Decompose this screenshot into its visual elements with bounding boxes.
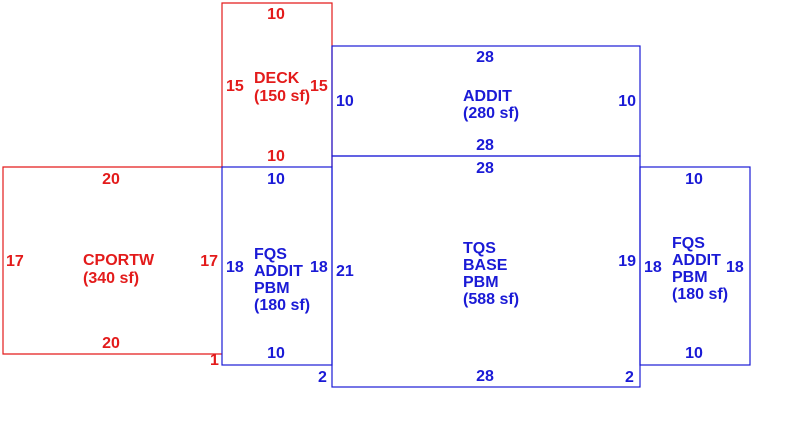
deck-dim-right: 15: [310, 78, 328, 95]
outlines: [2, 2, 751, 388]
fqs-left-label-line-3: PBM: [254, 280, 290, 297]
tqs-base-label-line-2: BASE: [463, 257, 508, 274]
deck-area: 10 15 15 10 DECK (150 sf): [226, 6, 328, 165]
deck-label-line-2: (150 sf): [254, 88, 310, 105]
tqs-base-dim-left: 21: [336, 263, 354, 280]
deck-dim-left: 15: [226, 78, 244, 95]
fqs-right-label-line-3: PBM: [672, 269, 708, 286]
addit-top-dim-left: 10: [336, 93, 354, 110]
tqs-base-label-line-4: (588 sf): [463, 291, 519, 308]
deck-dim-top: 10: [267, 6, 285, 23]
deck-dim-bottom: 10: [267, 148, 285, 165]
cportw-dim-right: 17: [200, 253, 218, 270]
addit-top-label-line-1: ADDIT: [463, 88, 512, 105]
fqs-left-area: 10 18 18 10 2 FQS ADDIT PBM (180 sf): [226, 171, 328, 386]
fqs-right-dim-bottom: 10: [685, 345, 703, 362]
fqs-right-label-line-2: ADDIT: [672, 252, 721, 269]
fqs-right-outline: [639, 166, 751, 366]
fqs-right-label-line-4: (180 sf): [672, 286, 728, 303]
cportw-dim-bottom: 20: [102, 335, 120, 352]
addit-top-area: 28 10 10 28 ADDIT (280 sf): [336, 49, 636, 154]
cportw-dim-top: 20: [102, 171, 120, 188]
fqs-left-label-line-1: FQS: [254, 246, 287, 263]
fqs-right-label-line-1: FQS: [672, 235, 705, 252]
cportw-label-line-2: (340 sf): [83, 270, 139, 287]
fqs-right-dim-right: 18: [726, 259, 744, 276]
tqs-base-area: 28 21 19 28 2 TQS BASE PBM (588 sf): [336, 160, 636, 386]
tqs-base-label-line-3: PBM: [463, 274, 499, 291]
cportw-area: 20 17 17 20 1 CPORTW (340 sf): [6, 171, 219, 369]
tqs-base-dim-corner: 2: [625, 369, 634, 386]
fqs-left-dim-top: 10: [267, 171, 285, 188]
tqs-base-dim-right: 19: [618, 253, 636, 270]
tqs-base-dim-top: 28: [476, 160, 494, 177]
fqs-left-label-line-4: (180 sf): [254, 297, 310, 314]
fqs-left-label-line-2: ADDIT: [254, 263, 303, 280]
fqs-right-dim-top: 10: [685, 171, 703, 188]
fqs-right-area: 10 18 18 10 FQS ADDIT PBM (180 sf): [644, 171, 744, 362]
fqs-left-dim-bottom: 10: [267, 345, 285, 362]
tqs-base-label-line-1: TQS: [463, 240, 496, 257]
addit-top-dim-right: 10: [618, 93, 636, 110]
fqs-left-dim-right: 18: [310, 259, 328, 276]
fqs-left-dim-left: 18: [226, 259, 244, 276]
cportw-dim-left: 17: [6, 253, 24, 270]
addit-top-label-line-2: (280 sf): [463, 105, 519, 122]
cportw-label-line-1: CPORTW: [83, 252, 155, 269]
addit-top-dim-top: 28: [476, 49, 494, 66]
cportw-dim-corner: 1: [210, 352, 219, 369]
cportw-outline: [2, 166, 222, 355]
deck-label-line-1: DECK: [254, 70, 300, 87]
fqs-left-dim-corner: 2: [318, 369, 327, 386]
fqs-right-dim-left: 18: [644, 259, 662, 276]
addit-top-dim-bottom: 28: [476, 137, 494, 154]
tqs-base-dim-bottom: 28: [476, 368, 494, 385]
